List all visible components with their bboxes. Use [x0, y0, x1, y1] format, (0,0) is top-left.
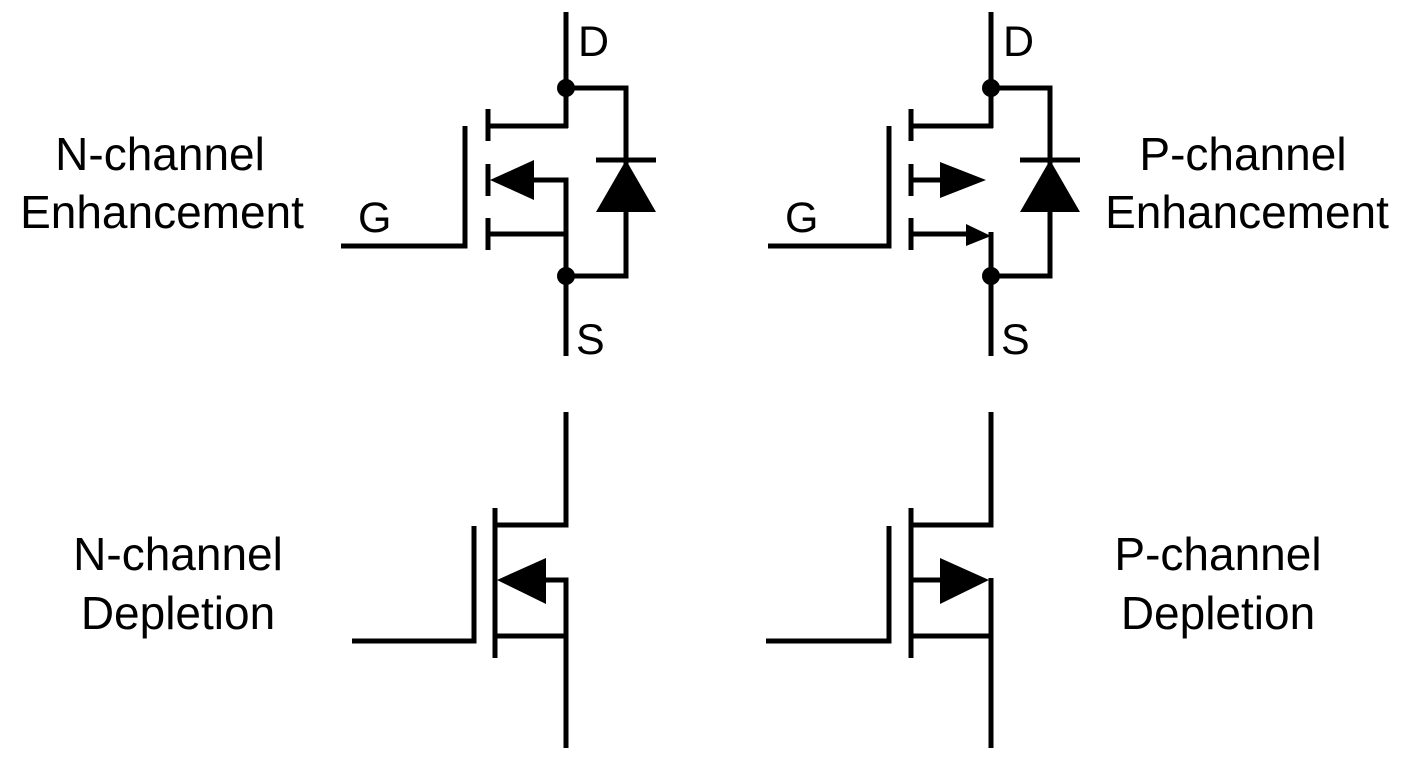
n-dep-label-line2: Depletion [81, 587, 275, 639]
p-channel-depletion-symbol: P-channel Depletion [766, 412, 1322, 748]
p-enh-label-line2: Enhancement [1105, 186, 1389, 238]
p-dep-arrow [940, 558, 989, 604]
n-channel-depletion-symbol: N-channel Depletion [73, 412, 569, 748]
p-enh-gate-lead [768, 126, 892, 249]
p-enh-diode-triangle [1020, 160, 1080, 212]
p-dep-drain-wire [911, 412, 994, 528]
p-dep-label-line2: Depletion [1121, 587, 1315, 639]
n-dep-drain-wire [495, 412, 569, 528]
n-dep-label-line1: N-channel [73, 528, 283, 580]
n-enh-source-junction [557, 267, 575, 285]
p-enh-arrow [940, 162, 986, 198]
p-channel-enhancement-symbol: P-channel Enhancement G D S [768, 12, 1389, 364]
n-dep-body-wire [530, 577, 569, 748]
n-enh-label-line1: N-channel [55, 128, 265, 180]
n-enh-arrow [490, 160, 534, 200]
p-enh-source-junction [982, 267, 1000, 285]
p-enh-drain-junction [982, 79, 1000, 97]
n-enh-drain-label: D [578, 18, 609, 66]
n-enh-drain-junction [557, 79, 575, 97]
p-enh-drain-label: D [1003, 18, 1034, 66]
p-enh-label-line1: P-channel [1139, 128, 1346, 180]
n-dep-arrow [497, 558, 546, 604]
p-enh-gate-label: G [785, 194, 818, 242]
n-enh-body-wire [526, 177, 569, 356]
n-enh-source-label: S [576, 316, 605, 364]
n-channel-enhancement-symbol: N-channel Enhancement G D S [20, 12, 656, 364]
n-enh-diode-triangle [596, 160, 656, 212]
p-dep-gate-lead [766, 526, 892, 644]
p-dep-label-line1: P-channel [1114, 528, 1321, 580]
n-enh-gate-label: G [358, 194, 391, 242]
p-enh-source-arrowhead [966, 224, 991, 246]
p-enh-source-label: S [1001, 316, 1030, 364]
n-dep-gate-lead [352, 526, 477, 644]
n-enh-label-line2: Enhancement [20, 186, 304, 238]
n-enh-gate-lead [341, 126, 468, 249]
